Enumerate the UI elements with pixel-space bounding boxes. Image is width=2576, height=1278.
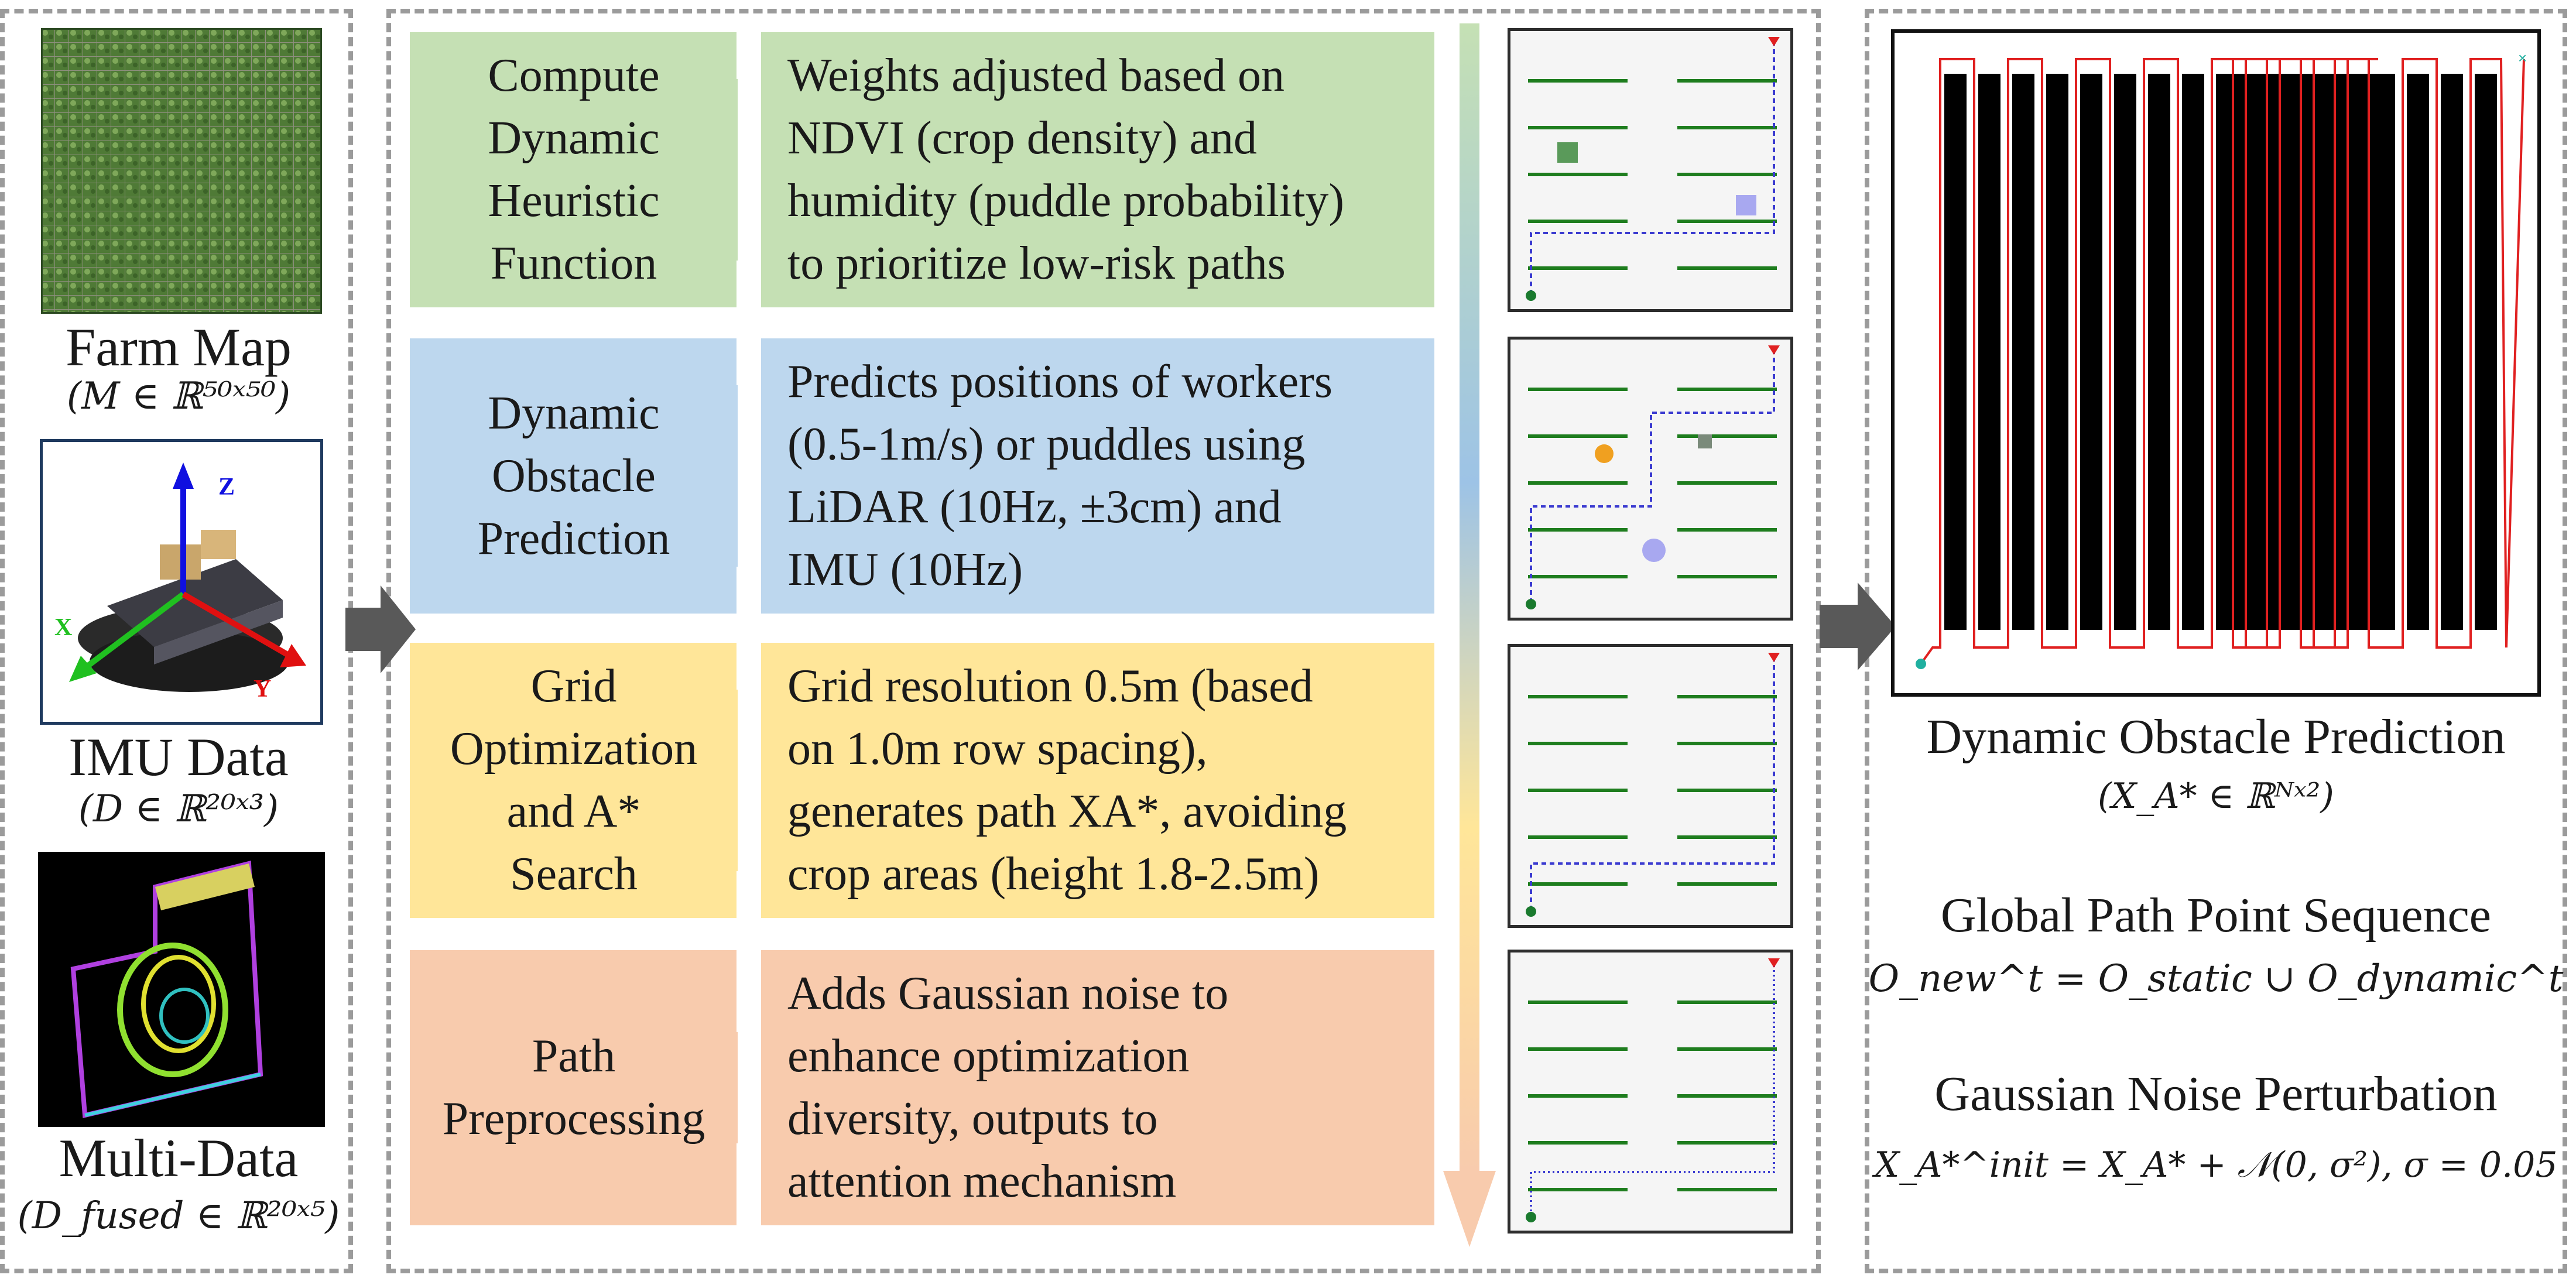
- crop-row-bar: [2046, 74, 2068, 630]
- path-map-2: [1508, 337, 1793, 621]
- stage-4-title: Path Preprocessing: [410, 950, 738, 1225]
- stage-2-title: Dynamic Obstacle Prediction: [410, 338, 738, 614]
- stage-2-description: Predicts positions of workers (0.5-1m/s)…: [761, 338, 1434, 614]
- x-axis-label: X: [54, 614, 72, 641]
- crop-row-bar: [2012, 74, 2034, 630]
- output-title-1: Dynamic Obstacle Prediction: [1926, 710, 2506, 764]
- crop-row-bar: [2216, 74, 2238, 630]
- input-arrow-icon: [345, 585, 416, 673]
- crop-row-bar: [2237, 74, 2259, 630]
- y-axis-label: Y: [254, 676, 271, 703]
- output-formula-3: X_A*^init = X_A* + 𝒩(0, σ²), σ = 0.05: [1874, 1145, 2558, 1186]
- crop-row-bar: [2339, 74, 2361, 630]
- multi-data-formula: (D_fused ∈ ℝ²⁰ˣ⁵): [17, 1194, 340, 1238]
- crop-row-bar: [2475, 74, 2497, 630]
- crop-row-bar: [1944, 74, 1967, 630]
- path-map-1: [1508, 28, 1793, 312]
- flow-arrow-icon: [1443, 23, 1496, 1247]
- imu-label: IMU Data: [68, 727, 289, 787]
- output-formula-1: (X_A* ∈ ℝᴺˣ²): [2098, 776, 2334, 817]
- z-axis-label: Z: [218, 474, 235, 501]
- crop-row-bar: [2182, 74, 2204, 630]
- crop-row-bar: [2305, 74, 2327, 630]
- imu-formula: (D ∈ ℝ²⁰ˣ³): [78, 787, 279, 831]
- crop-row-bar: [2373, 74, 2395, 630]
- stage-1-description: Weights adjusted based on NDVI (crop den…: [761, 32, 1434, 307]
- svg-text:×: ×: [2518, 49, 2527, 67]
- global-path-plot: ×: [1891, 29, 2541, 697]
- output-arrow-icon: [1820, 583, 1896, 670]
- multi-data-image: [38, 852, 325, 1127]
- stage-1-title: Compute Dynamic Heuristic Function: [410, 32, 738, 307]
- output-formula-2: O_new^t = O_static ∪ O_dynamic^t: [1868, 957, 2564, 1001]
- crop-row-bar: [1978, 74, 2000, 630]
- multi-data-label: Multi-Data: [59, 1128, 299, 1188]
- crop-row-bar: [2441, 74, 2463, 630]
- stage-4-description: Adds Gaussian noise to enhance optimizat…: [761, 950, 1434, 1225]
- output-title-3: Gaussian Noise Perturbation: [1934, 1067, 2498, 1121]
- crop-row-bar: [2407, 74, 2429, 630]
- imu-robot-image: Z X Y: [40, 439, 323, 725]
- farm-map-formula: (M ∈ ℝ⁵⁰ˣ⁵⁰): [66, 375, 291, 418]
- output-title-2: Global Path Point Sequence: [1940, 888, 2492, 943]
- stage-3-title: Grid Optimization and A* Search: [410, 643, 738, 918]
- farm-map-label: Farm Map: [66, 317, 292, 377]
- crop-row-bar: [2080, 74, 2102, 630]
- farm-map-image: [39, 26, 324, 316]
- crop-row-bar: [2148, 74, 2170, 630]
- stage-3-description: Grid resolution 0.5m (based on 1.0m row …: [761, 643, 1434, 918]
- crop-row-bar: [2114, 74, 2136, 630]
- path-map-4: [1508, 950, 1793, 1234]
- path-map-3: [1508, 644, 1793, 928]
- crop-row-bar: [2271, 74, 2293, 630]
